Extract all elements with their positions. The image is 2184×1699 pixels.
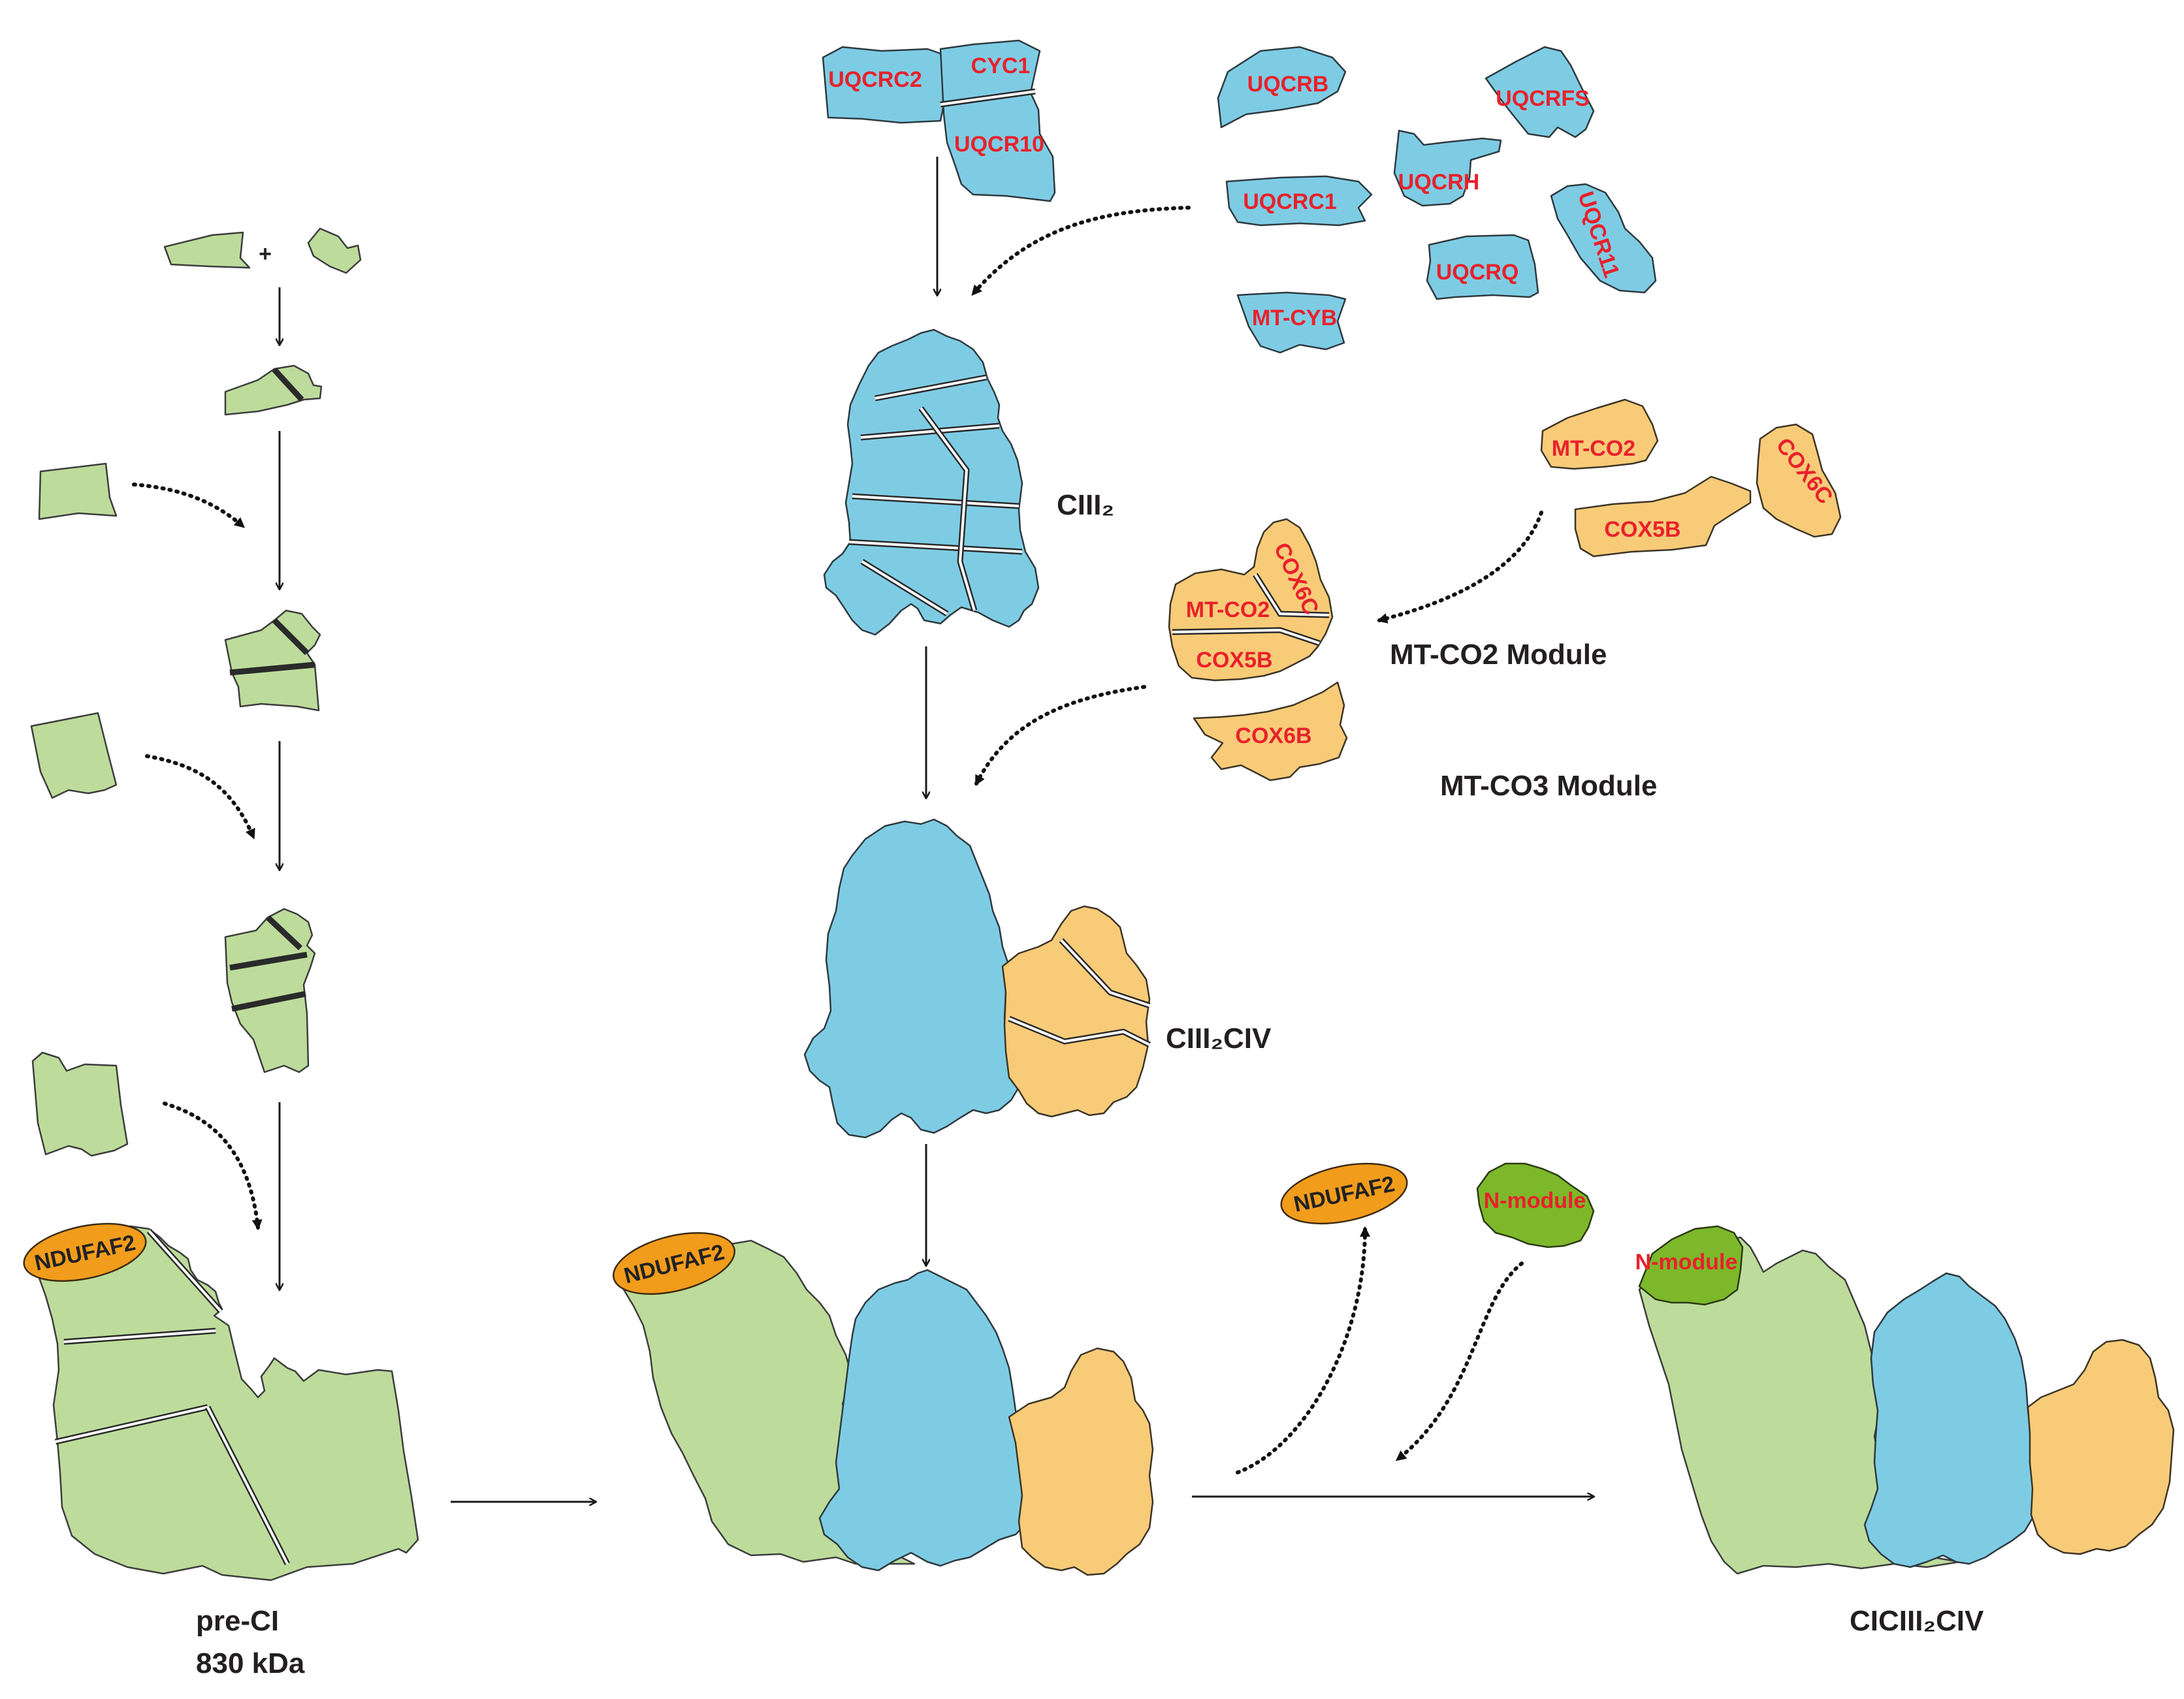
seam [272, 367, 304, 402]
ci-fragment-c [38, 462, 118, 520]
ndufaf2-release: NDUFAF2 N-module [1192, 1162, 1595, 1497]
ciii2civ-ciii-part [803, 818, 1020, 1139]
subunit-label-uqcr10: UQCR10 [954, 132, 1044, 157]
seam [63, 1329, 216, 1343]
ciii2-complex [823, 328, 1040, 636]
n-module-label-bound: N-module [1635, 1250, 1738, 1275]
subunit-label-uqcrh: UQCRH [1398, 170, 1480, 195]
seam [920, 407, 976, 611]
seam [940, 90, 1036, 106]
dotted-arrow-3 [163, 1102, 263, 1230]
pre-ci-label: pre-CI [196, 1605, 279, 1637]
pre-ci-complex [33, 1225, 419, 1581]
ndufaf2-free: NDUFAF2 [1280, 1162, 1408, 1225]
cox6c-fragment [1756, 423, 1842, 538]
ciii2-assembly-column: UQCRC2 CYC1 UQCR10 UQCRB UQCRFS UQCRC1 U… [803, 39, 1842, 1265]
dotted-arrow-2 [145, 754, 255, 840]
dotted-arrow-1 [132, 483, 246, 528]
mt-co2-module-label: MT-CO2 Module [1390, 639, 1607, 671]
cox5b-fragment [1574, 475, 1752, 558]
subunit-label-cox5b-free: COX5B [1604, 517, 1680, 542]
final-supercomplex: N-module CICIII₂CIV [1635, 1225, 2175, 1637]
seam [861, 560, 948, 615]
uqcr11-fragment [1550, 183, 1657, 294]
ci-fragment-e [31, 1051, 129, 1157]
subunit-label-uqcrfs: UQCRFS [1496, 86, 1590, 111]
mt-co2-module [1168, 518, 1334, 682]
uqcrc1-fragment [1225, 175, 1373, 227]
dotted-arrow-n-module [1395, 1262, 1524, 1461]
seam [852, 495, 1020, 507]
seam [272, 618, 310, 656]
ci-intermediate-2 [224, 609, 321, 712]
subunit-label-uqcrb: UQCRB [1247, 72, 1329, 97]
subunit-label-cyc1: CYC1 [971, 54, 1031, 78]
seam [55, 1406, 208, 1443]
seam [848, 541, 1023, 553]
seam [1254, 573, 1330, 616]
seam [229, 661, 315, 676]
dotted-arrow-mt-co2-module [1377, 511, 1543, 624]
ciii2civ-label: CIII₂CIV [1166, 1023, 1272, 1055]
seam [1060, 939, 1150, 1007]
ciii2civ-civ-part [1001, 905, 1151, 1118]
uqcrh-fragment [1393, 129, 1502, 207]
seam [148, 1230, 222, 1312]
n-module-bound [1638, 1225, 1744, 1306]
cox6b-fragment [1193, 681, 1348, 782]
ci-fragment-b [307, 227, 362, 274]
subunit-label-uqcrc1: UQCRC1 [1243, 189, 1337, 214]
pre-ci-assembly-column: + NDUFAF2 pre-CI [23, 227, 419, 1679]
subunit-label-cox5b: COX5B [1196, 648, 1272, 673]
plus-sign: + [259, 242, 272, 266]
ciii-part-intermediate [818, 1269, 1027, 1572]
ci-fragment-a [163, 231, 251, 269]
civ-part-intermediate [1008, 1347, 1154, 1576]
pre-ci-mass-label: 830 kDa [196, 1647, 305, 1679]
cyc1-uqcr10-fragment [939, 39, 1056, 202]
subunit-label-mt-co2: MT-CO2 [1186, 597, 1270, 622]
n-module-label-free: N-module [1484, 1188, 1586, 1213]
subunit-label-uqcrc2: UQCRC2 [828, 67, 922, 92]
ci-intermediate-1 [224, 364, 323, 416]
n-module-free [1476, 1162, 1595, 1248]
subunit-label-uqcrq: UQCRQ [1436, 260, 1519, 285]
ci-intermediate-3 [224, 908, 316, 1073]
dotted-arrow-ndufaf2-release [1236, 1226, 1370, 1474]
dotted-arrow-ciii-subunits [971, 206, 1191, 296]
uqcrb-fragment [1217, 46, 1347, 129]
intermediate-supercomplex: NDUFAF2 [451, 1231, 1154, 1576]
mt-co3-module-label: MT-CO3 Module [1440, 770, 1657, 802]
ci-fragment-d [30, 712, 118, 799]
uqcrq-fragment [1426, 234, 1539, 300]
seam [875, 376, 987, 400]
uqcrfs-fragment [1485, 46, 1595, 138]
seam [1008, 1017, 1150, 1046]
ciii2-label: CIII₂ [1057, 489, 1114, 521]
subunit-label-mt-cyb: MT-CYB [1252, 306, 1337, 330]
dotted-arrow-cox-modules [974, 685, 1146, 786]
ciii-part-final [1863, 1272, 2036, 1568]
seam [1172, 628, 1320, 644]
subunit-label-cox6b: COX6B [1235, 723, 1311, 748]
cicii2civ-label: CICIII₂CIV [1850, 1605, 1984, 1637]
subunit-label-mt-co2-free: MT-CO2 [1552, 436, 1635, 461]
ndufaf2-on-pre-ci: NDUFAF2 [23, 1222, 147, 1282]
civ-part-final [2027, 1339, 2175, 1555]
mt-co2-fragment [1540, 398, 1659, 470]
seam [206, 1406, 289, 1564]
seam [265, 915, 303, 951]
mt-cyb-fragment [1236, 291, 1347, 354]
seam [231, 991, 306, 1012]
seam [860, 424, 1000, 439]
seam [229, 951, 308, 971]
